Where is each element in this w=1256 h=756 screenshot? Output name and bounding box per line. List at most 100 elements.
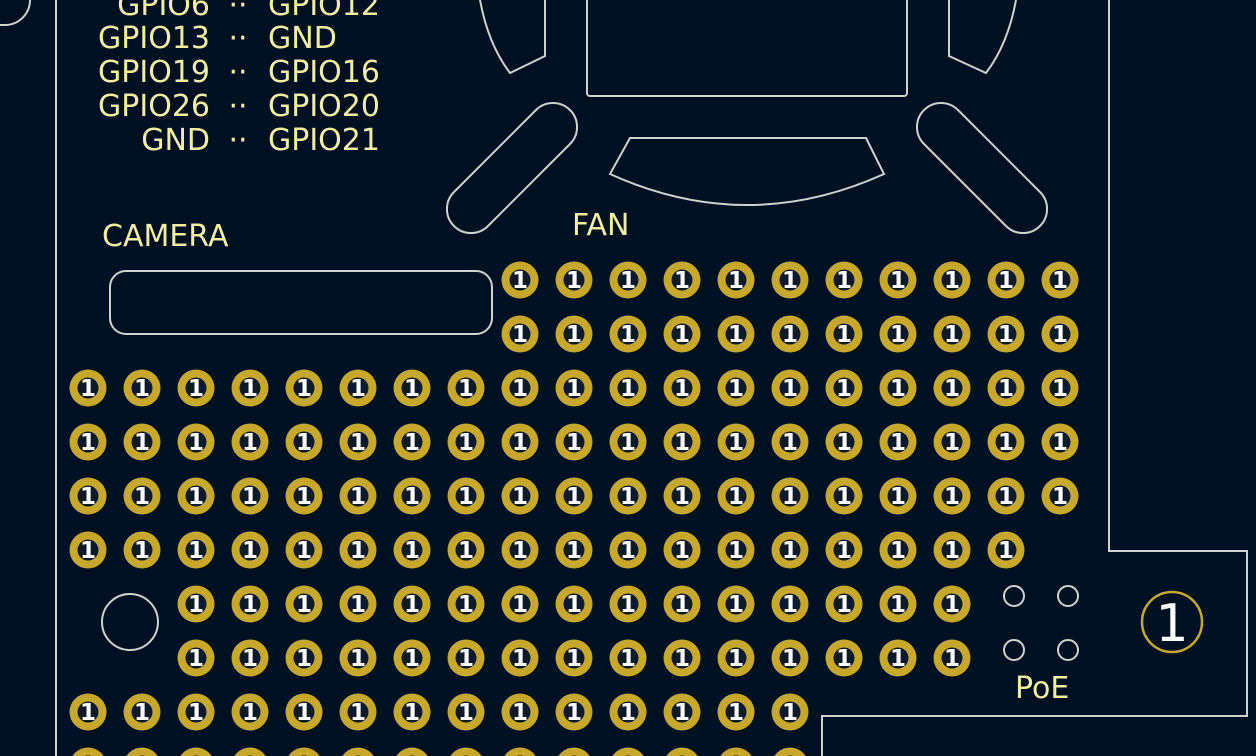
- pad-number-label: 1: [836, 268, 852, 294]
- pad-number-label: 1: [80, 700, 96, 726]
- pad-drill-hole: [185, 431, 207, 453]
- pad-number-label: 1: [242, 646, 258, 672]
- fan-label: FAN: [572, 208, 629, 243]
- pad-copper-ring: [612, 747, 644, 756]
- through-hole-pad: 1: [879, 369, 917, 407]
- through-hole-pad: 1: [285, 639, 323, 677]
- pad-copper-ring: [72, 747, 104, 756]
- pad-drill-hole: [671, 377, 693, 399]
- pad-drill-hole: [617, 323, 639, 345]
- pad-drill-hole: [995, 485, 1017, 507]
- pad-drill-hole: [725, 323, 747, 345]
- pad-drill-hole: [455, 485, 477, 507]
- pad-number-label: 1: [674, 646, 690, 672]
- through-hole-pad: 1: [69, 693, 107, 731]
- through-hole-pad: 1: [504, 747, 536, 756]
- through-hole-pad: 1: [396, 747, 428, 756]
- pad-number-label: 1: [620, 700, 636, 726]
- pin1-marker: 1: [1140, 590, 1204, 654]
- pad-number-label: 1: [404, 646, 420, 672]
- pinout-right: GND: [268, 21, 337, 56]
- pad-drill-hole: [563, 323, 585, 345]
- through-hole-pad: 1: [609, 261, 647, 299]
- pad-number-label: 1: [458, 430, 474, 456]
- pad-number-label: 1: [404, 430, 420, 456]
- pad-drill-hole: [131, 431, 153, 453]
- pad-number-label: 1: [188, 484, 204, 510]
- fan-square-cutout: [586, 0, 908, 97]
- pad-number-label: 1: [404, 754, 420, 756]
- pad-number-label: 1: [404, 592, 420, 618]
- pad-drill-hole: [563, 485, 585, 507]
- through-hole-pad: 1: [771, 423, 809, 461]
- pad-drill-hole: [185, 485, 207, 507]
- pad-number-label: 1: [1052, 430, 1068, 456]
- pad-number-label: 1: [674, 538, 690, 564]
- pinout-left: GPIO6: [117, 0, 210, 23]
- through-hole-pad: 1: [123, 369, 161, 407]
- pad-number-label: 1: [134, 376, 150, 402]
- through-hole-pad: 1: [447, 423, 485, 461]
- through-hole-pad: 1: [393, 477, 431, 515]
- pad-number-label: 1: [242, 700, 258, 726]
- pad-drill-hole: [185, 539, 207, 561]
- pad-number-label: 1: [188, 538, 204, 564]
- pad-number-label: 1: [350, 376, 366, 402]
- pad-drill-hole: [887, 377, 909, 399]
- pad-drill-hole: [455, 701, 477, 723]
- pad-number-label: 1: [458, 538, 474, 564]
- pad-copper-ring: [234, 747, 266, 756]
- pad-number-label: 1: [566, 322, 582, 348]
- through-hole-pad: 1: [879, 531, 917, 569]
- through-hole-pad: 1: [717, 261, 755, 299]
- pad-drill-hole: [509, 539, 531, 561]
- through-hole-pad: 1: [987, 531, 1025, 569]
- pad-drill-hole: [455, 431, 477, 453]
- pinout-left: GPIO19: [98, 55, 210, 90]
- pad-number-label: 1: [998, 538, 1014, 564]
- pad-number-label: 1: [242, 538, 258, 564]
- pad-number-label: 1: [566, 376, 582, 402]
- pad-drill-hole: [887, 269, 909, 291]
- pad-drill-hole: [725, 377, 747, 399]
- through-hole-pad: 1: [393, 693, 431, 731]
- pad-drill-hole: [887, 647, 909, 669]
- through-hole-pad: 1: [825, 477, 863, 515]
- pad-drill-hole: [833, 485, 855, 507]
- pad-number-label: 1: [512, 322, 528, 348]
- pad-number-label: 1: [458, 592, 474, 618]
- pad-drill-hole: [995, 539, 1017, 561]
- pad-drill-hole: [293, 431, 315, 453]
- poe-pin-hole: [1003, 585, 1025, 607]
- through-hole-pad: 1: [501, 531, 539, 569]
- pad-drill-hole: [887, 323, 909, 345]
- through-hole-pad: 1: [231, 693, 269, 731]
- pad-drill-hole: [77, 539, 99, 561]
- through-hole-pad: 1: [612, 747, 644, 756]
- pad-number-label: 1: [782, 430, 798, 456]
- pad-drill-hole: [509, 431, 531, 453]
- board-outline: [55, 0, 1248, 756]
- pad-number-label: 1: [242, 430, 258, 456]
- pad-drill-hole: [995, 269, 1017, 291]
- through-hole-pad: 1: [717, 531, 755, 569]
- pad-number-label: 1: [944, 430, 960, 456]
- through-hole-pad: 1: [450, 747, 482, 756]
- through-hole-pad: 1: [177, 477, 215, 515]
- pad-drill-hole: [239, 377, 261, 399]
- pad-drill-hole: [671, 269, 693, 291]
- pad-number-label: 1: [296, 484, 312, 510]
- pad-drill-hole: [563, 647, 585, 669]
- through-hole-pad: 1: [609, 693, 647, 731]
- pad-drill-hole: [833, 593, 855, 615]
- through-hole-pad: 1: [177, 639, 215, 677]
- through-hole-pad: 1: [339, 369, 377, 407]
- pad-drill-hole: [293, 539, 315, 561]
- pad-drill-hole: [671, 323, 693, 345]
- pad-drill-hole: [887, 539, 909, 561]
- pad-drill-hole: [671, 485, 693, 507]
- pinout-sep: ··: [228, 0, 247, 23]
- through-hole-pad: 1: [609, 315, 647, 353]
- pad-number-label: 1: [458, 700, 474, 726]
